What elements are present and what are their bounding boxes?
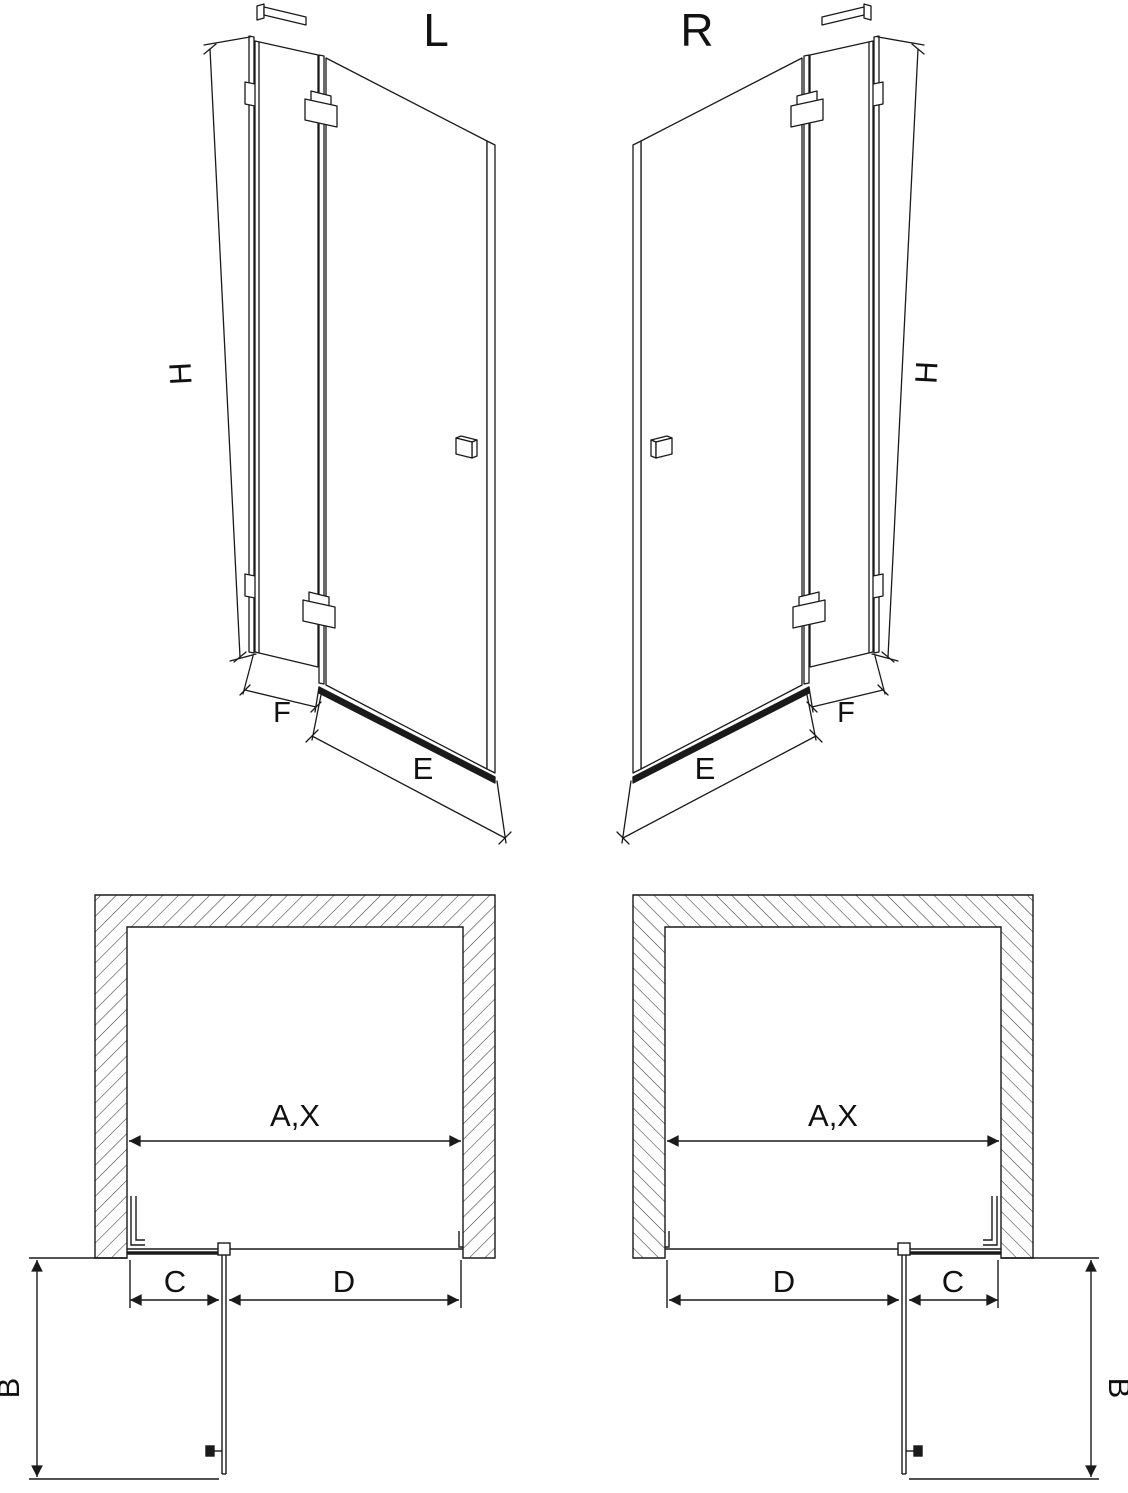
dim-label-fixed-right: F (837, 697, 855, 729)
perspective-view-right (616, 3, 925, 845)
dim-label-opening-right: A,X (808, 1098, 858, 1133)
dim-label-opening-left: A,X (270, 1098, 320, 1133)
variant-label-left: L (423, 4, 449, 56)
perspective-view-left (203, 3, 512, 845)
dim-label-b-left: B (0, 1378, 26, 1399)
variant-label-right: R (680, 4, 713, 56)
dim-label-d-right: D (773, 1264, 795, 1299)
dim-label-c-right: C (942, 1264, 964, 1299)
dim-label-c-left: C (164, 1264, 186, 1299)
dim-label-height-left: H (162, 361, 198, 385)
plan-view-right (633, 895, 1099, 1479)
dim-label-height-right: H (908, 360, 944, 384)
dim-label-door-right: E (695, 751, 716, 786)
dim-label-fixed-left: F (273, 697, 291, 729)
dim-label-d-left: D (333, 1264, 355, 1299)
plan-view-left (29, 895, 495, 1479)
dim-label-b-right: B (1102, 1378, 1128, 1399)
dim-label-door-left: E (413, 751, 434, 786)
